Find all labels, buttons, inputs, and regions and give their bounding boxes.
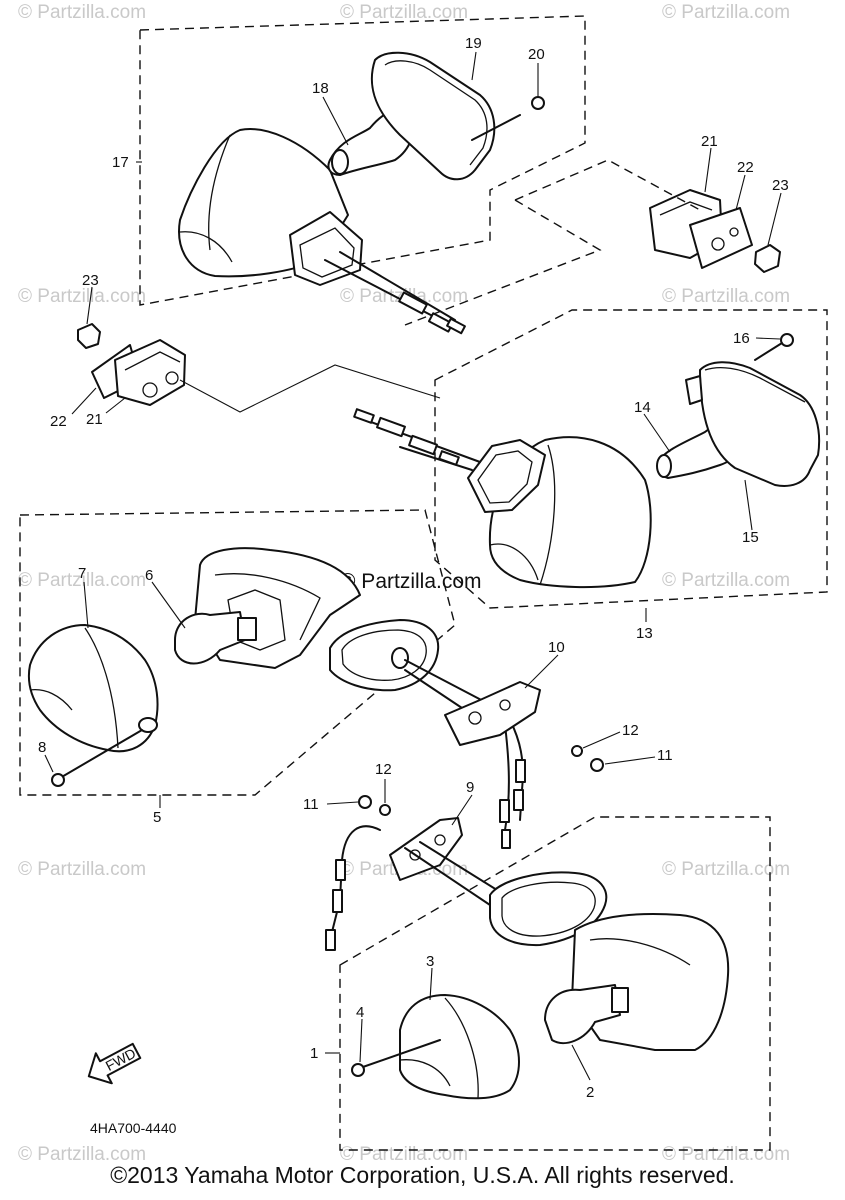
callout-22-left: 22 [50,413,67,430]
watermark: © Partzilla.com [18,2,146,23]
assembly-1-boundary [339,816,771,1151]
screw-20-line [471,114,521,141]
callout-23-left: 23 [82,272,99,289]
washer-22-right [689,207,753,269]
callout-10: 10 [548,639,565,656]
screw-8-line [59,729,143,779]
bolt-11-left [358,795,372,809]
screw-4-line [359,1039,441,1069]
washer-12-right [571,745,583,757]
assembly-17-rear-left-signal [139,15,586,335]
watermark: © Partzilla.com [662,286,790,307]
screw-8 [51,773,65,787]
callout-22-right: 22 [737,159,754,176]
lens-19 [370,51,496,181]
assembly-1-rear-right-signal [325,795,771,1151]
housing-1 [571,912,730,1051]
callout-18: 18 [312,80,329,97]
callout-16: 16 [733,330,750,347]
wire-1 [404,847,491,906]
callout-2: 2 [586,1084,594,1101]
callout-7: 7 [78,565,86,582]
callout-19: 19 [465,35,482,52]
diagram-code: 4HA700-4440 [90,1120,177,1136]
watermark: © Partzilla.com [18,286,146,307]
watermark: © Partzilla.com [340,2,468,23]
watermark: © Partzilla.com [18,859,146,880]
assembly-5-front-left-signal [19,509,604,849]
callout-4: 4 [356,1004,364,1021]
washer-12-left [379,804,391,816]
bracket-9 [389,817,463,881]
bracket-10 [444,681,541,746]
assembly-5-boundary [19,509,456,796]
callout-1: 1 [310,1045,318,1062]
callouts: 17 18 19 20 21 22 23 23 22 21 16 14 [38,35,789,1101]
assembly-13-front-right-signal [353,309,828,609]
callout-11-left: 11 [303,796,319,813]
callout-9: 9 [466,779,474,796]
bolt-11-right [590,758,604,772]
mount-kit-left [77,323,441,413]
callout-20: 20 [528,46,545,63]
grommet-13 [467,439,546,513]
callout-14: 14 [634,399,651,416]
copyright-notice: ©2013 Yamaha Motor Corporation, U.S.A. A… [110,1162,735,1188]
assembly-13-boundary [434,309,828,609]
watermark: © Partzilla.com [662,570,790,591]
lens-3 [399,994,520,1100]
callout-23-right: 23 [772,177,789,194]
callout-8: 8 [38,739,46,756]
callout-13: 13 [636,625,653,642]
callout-15: 15 [742,529,759,546]
grommet-1 [489,871,608,947]
watermark: © Partzilla.com [340,1144,468,1165]
screw-20 [531,96,545,110]
callout-21-left: 21 [86,411,103,428]
assembly-17-boundary [139,15,586,306]
watermark: © Partzilla.com [18,570,146,591]
lens-15 [699,361,821,487]
watermark: © Partzilla.com [662,2,790,23]
callout-21-right: 21 [701,133,718,150]
callout-12-left: 12 [375,761,392,778]
callout-17: 17 [112,154,129,171]
callout-6: 6 [145,567,153,584]
callout-12-right: 12 [622,722,639,739]
screw-4 [351,1063,365,1077]
center-watermark: © Partzilla.com [340,570,482,593]
screw-16 [780,333,794,347]
mount-kit-right [404,159,781,326]
watermark: © Partzilla.com [662,859,790,880]
watermark: © Partzilla.com [662,1144,790,1165]
grommet-17 [289,211,363,286]
bulb-6-base [237,617,257,641]
bulb-18-base [331,149,349,175]
bulb-2-base [611,987,629,1013]
watermark: © Partzilla.com [18,1144,146,1165]
nut-23-right [754,244,781,273]
fwd-arrow-icon: FWD [87,1042,142,1085]
bulb-14-base [656,454,672,478]
callout-5: 5 [153,809,161,826]
nut-23-left [77,323,101,349]
bulb-6 [174,611,246,665]
wire-17 [324,259,451,326]
watermark-layer: © Partzilla.com © Partzilla.com © Partzi… [18,2,790,1165]
callout-3: 3 [426,953,434,970]
bulb-2 [544,984,621,1045]
callout-11-right: 11 [657,747,673,764]
